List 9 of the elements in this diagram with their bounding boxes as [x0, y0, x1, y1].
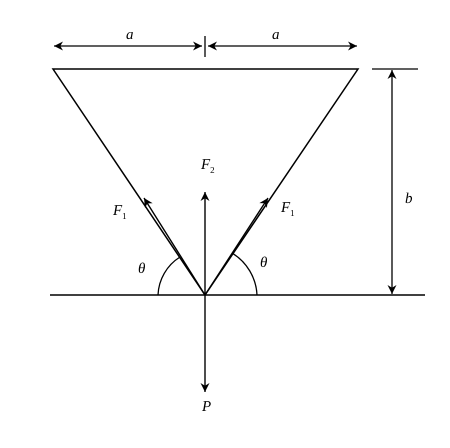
dimension-label: a [272, 28, 280, 43]
force-label: F$_{1}$ [281, 201, 295, 218]
dimension-label: b [405, 192, 412, 207]
force-label: P [202, 400, 212, 415]
angle-label: θ [138, 262, 146, 277]
angle-label: θ [260, 256, 268, 271]
dimension-label: a [126, 28, 134, 43]
force-label: F$_{1}$ [113, 204, 127, 221]
force-label: F$_{2}$ [201, 158, 215, 175]
